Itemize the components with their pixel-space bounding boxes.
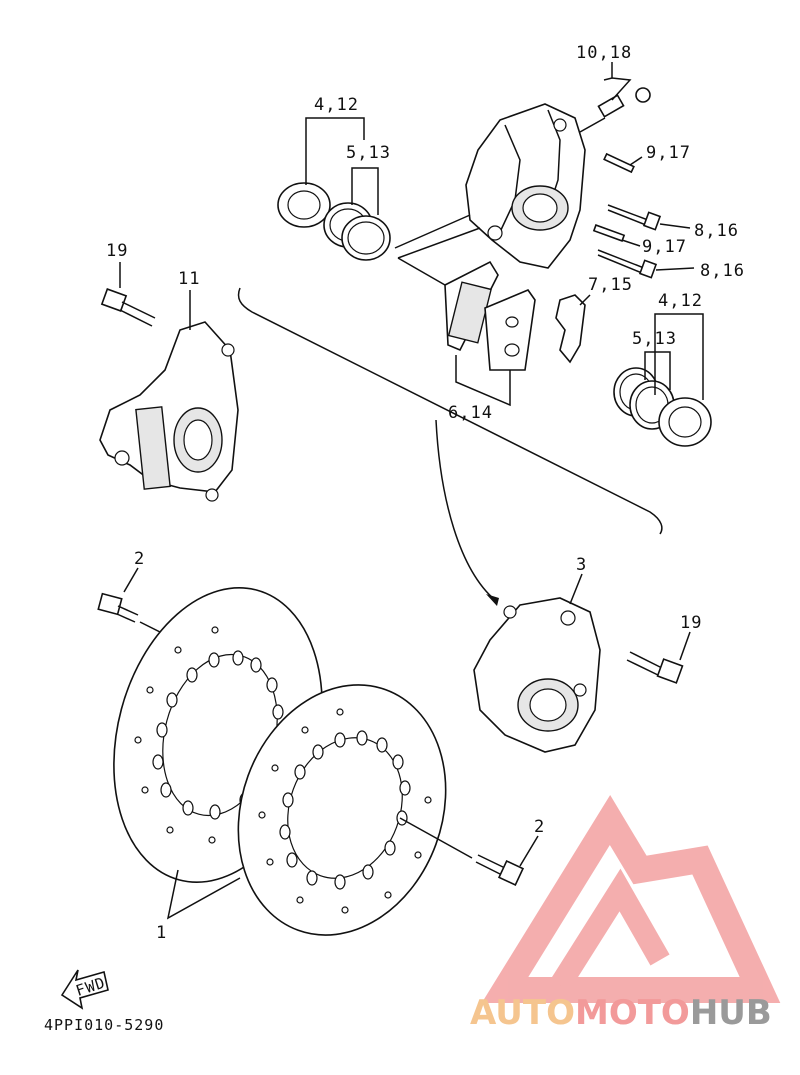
group-bracket xyxy=(237,287,663,535)
callout-8-16-b: 8,16 xyxy=(700,261,745,281)
piston-top xyxy=(277,182,331,228)
fwd-arrow-icon: FWD xyxy=(60,969,109,1010)
callout-2-left: 2 xyxy=(134,549,145,569)
caliper-assembled xyxy=(473,597,601,753)
callout-19-left: 19 xyxy=(106,241,128,261)
slide-bolt-a xyxy=(607,204,662,231)
mount-bolt-right xyxy=(626,651,684,684)
callout-19-right: 19 xyxy=(680,613,702,633)
leader-4-12-top xyxy=(305,117,365,185)
leader-5-13-top xyxy=(351,167,379,215)
piston-right xyxy=(658,397,712,447)
callout-6-14: 6,14 xyxy=(448,403,493,423)
callout-3: 3 xyxy=(576,555,587,575)
leader-10-18-branch xyxy=(603,77,632,101)
leader-1 xyxy=(166,869,241,920)
callout-2-right: 2 xyxy=(534,817,545,837)
brake-pad-2 xyxy=(484,289,536,371)
callout-10-18: 10,18 xyxy=(576,43,632,63)
brake-disc-front xyxy=(237,684,447,936)
pad-spring xyxy=(555,294,586,364)
brake-disc-rear xyxy=(113,587,323,883)
callout-5-13-right: 5,13 xyxy=(632,329,677,349)
pin-top xyxy=(603,152,635,174)
callout-11: 11 xyxy=(178,269,200,289)
leader-5-13-right xyxy=(644,351,671,390)
watermark-logo xyxy=(481,795,781,1003)
caliper-left xyxy=(99,321,239,502)
disc-front-holes xyxy=(258,708,432,914)
leader-4-12-right xyxy=(654,313,704,400)
diagram-code: 4PPI010-5290 xyxy=(44,1016,164,1034)
callout-9-17-b: 9,17 xyxy=(642,237,687,257)
callout-4-12-top: 4,12 xyxy=(314,95,359,115)
disc-bolt-right xyxy=(475,854,525,887)
watermark-inner-stroke xyxy=(550,868,670,991)
callout-8-16-a: 8,16 xyxy=(694,221,739,241)
slide-bolt-b xyxy=(597,249,658,279)
leader-6-14 xyxy=(455,355,511,407)
assembly-arrow xyxy=(435,419,496,601)
callout-9-17-a: 9,17 xyxy=(646,143,691,163)
pin-mid xyxy=(592,224,626,242)
watermark-hub: HUB xyxy=(690,993,772,1033)
callout-1: 1 xyxy=(156,923,167,943)
watermark-triangle xyxy=(481,795,781,1003)
disc-bolt-left xyxy=(97,592,139,623)
callout-7-15: 7,15 xyxy=(588,275,633,295)
caliper-top xyxy=(465,103,586,269)
watermark-auto: AUTO xyxy=(470,993,575,1033)
assembly-arrowhead xyxy=(486,594,499,606)
seal-top-2 xyxy=(341,215,391,261)
watermark-text: AUTOMOTOHUB xyxy=(470,993,772,1033)
watermark-moto: MOTO xyxy=(575,993,690,1033)
bleed-screw xyxy=(579,87,651,133)
callout-5-13-top: 5,13 xyxy=(346,143,391,163)
callout-4-12-right: 4,12 xyxy=(658,291,703,311)
brake-pad-1 xyxy=(444,260,499,352)
fwd-label: FWD xyxy=(74,974,108,1000)
mount-bolt-left xyxy=(100,288,156,327)
